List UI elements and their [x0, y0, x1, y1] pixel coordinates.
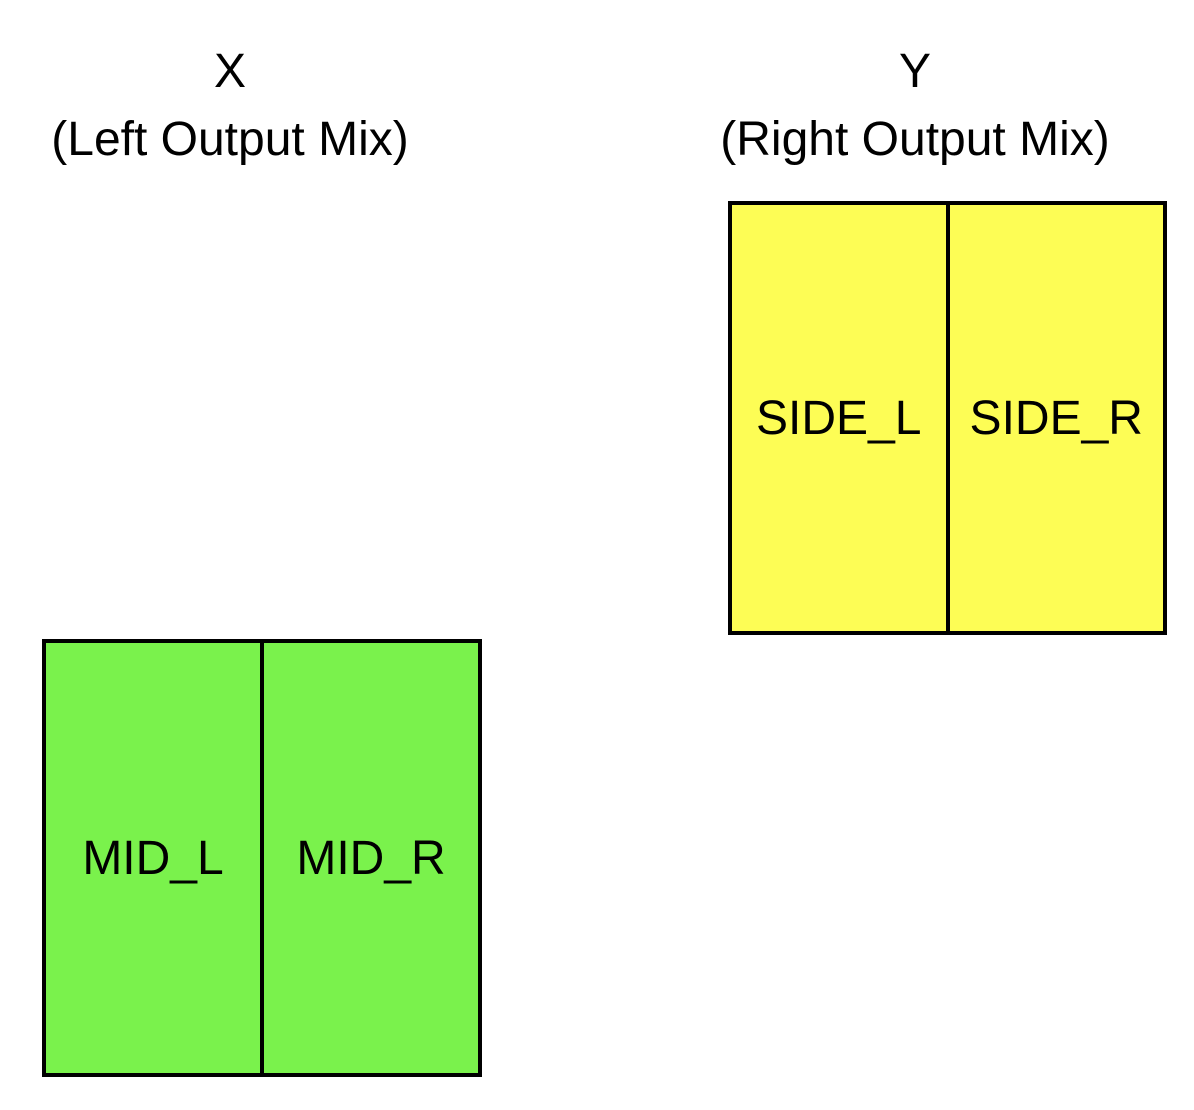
mid-box-divider [260, 643, 264, 1073]
left-output-mix-caption: (Left Output Mix) [51, 113, 409, 166]
mid-channels-box: MID_L MID_R [42, 639, 482, 1077]
mid-left-label: MID_L [82, 831, 224, 885]
mid-left-cell: MID_L [46, 643, 260, 1073]
left-output-mix-title: X (Left Output Mix) [5, 38, 455, 174]
side-channels-box: SIDE_L SIDE_R [728, 201, 1167, 635]
mid-right-label: MID_R [296, 831, 446, 885]
side-right-cell: SIDE_R [950, 205, 1164, 631]
right-output-mix-title: Y (Right Output Mix) [690, 38, 1140, 174]
side-left-cell: SIDE_L [732, 205, 946, 631]
side-left-label: SIDE_L [756, 391, 922, 445]
side-right-label: SIDE_R [969, 391, 1143, 445]
mid-right-cell: MID_R [264, 643, 478, 1073]
right-output-mix-symbol: Y [898, 45, 931, 98]
left-output-mix-symbol: X [213, 45, 246, 98]
right-output-mix-caption: (Right Output Mix) [720, 113, 1110, 166]
side-box-divider [945, 205, 950, 631]
